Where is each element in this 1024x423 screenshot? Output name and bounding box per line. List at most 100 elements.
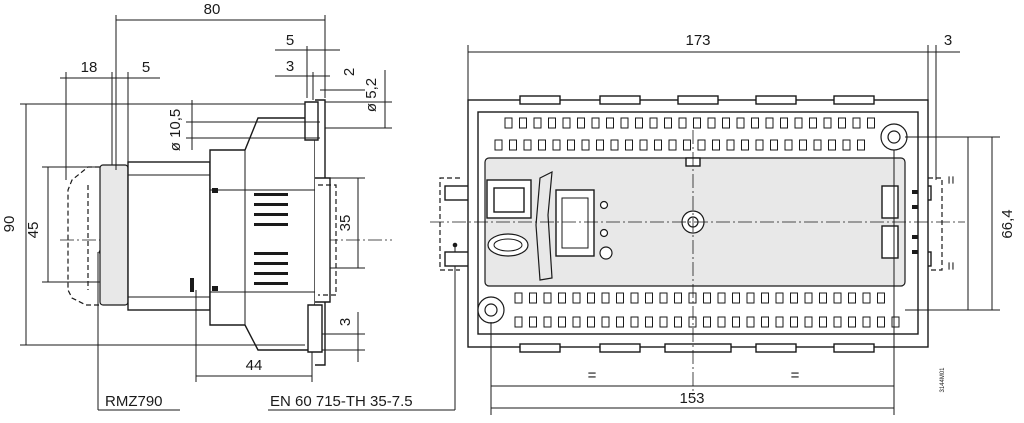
terminal-cell — [770, 139, 778, 151]
terminal-cell — [736, 117, 745, 129]
terminal-cell — [504, 117, 513, 129]
bottom-clip — [307, 304, 323, 353]
terminal-cell — [688, 292, 697, 304]
terminal-cell — [548, 117, 556, 129]
optional-module-outline — [67, 166, 100, 306]
terminal-cell — [674, 316, 682, 328]
terminal-cell — [558, 292, 566, 304]
top-clip — [304, 101, 319, 141]
terminal-cell — [819, 292, 827, 304]
terminal-cell — [562, 117, 571, 129]
terminal-cell — [862, 292, 871, 304]
mount-hole-top-right-inner — [887, 130, 901, 144]
terminal-cell — [664, 117, 672, 129]
side-view: 80 5 3 2 ø 5,2 18 5 ø 10,5 90 — [1, 1, 456, 411]
dim-eq-lower: = — [943, 261, 960, 270]
terminal-cell — [649, 117, 658, 129]
oval-service-button-inner — [493, 238, 523, 252]
terminal-cell — [833, 316, 842, 328]
connector-lower — [881, 225, 899, 259]
terminal-cell — [523, 139, 532, 151]
latch-marker — [190, 278, 194, 292]
dim-153-label: 153 — [679, 390, 704, 407]
terminal-cell — [775, 292, 784, 304]
terminal-cell — [645, 292, 653, 304]
terminal-cell — [616, 292, 624, 304]
terminal-cell — [784, 139, 793, 151]
terminal-cell — [741, 139, 749, 151]
main-housing — [209, 117, 316, 351]
dim-eq-right: = — [791, 367, 800, 384]
oval-service-button — [487, 233, 529, 257]
terminal-cell — [732, 292, 740, 304]
dim-80-label: 80 — [204, 1, 221, 18]
terminal-cell — [717, 292, 726, 304]
dim-2-label: 2 — [341, 68, 358, 76]
dim-5b-label: 5 — [142, 59, 150, 76]
rail-marker-dot — [452, 242, 458, 248]
vent-slots — [212, 188, 288, 291]
terminal-cell — [639, 139, 648, 151]
terminal-cell — [630, 316, 639, 328]
terminal-cell — [703, 316, 711, 328]
terminal-cell — [645, 316, 653, 328]
terminal-cell — [514, 316, 523, 328]
dim-dia105-label: ø 10,5 — [167, 109, 184, 152]
terminal-cell — [596, 139, 604, 151]
rail-right-dashed — [920, 177, 943, 271]
terminal-cell — [891, 316, 900, 328]
terminal-cell — [862, 316, 871, 328]
pin-4 — [912, 250, 918, 254]
terminal-cell — [765, 117, 774, 129]
terminal-cell — [543, 292, 552, 304]
dim-3c-label: 3 — [944, 32, 952, 49]
terminal-cell — [877, 316, 885, 328]
terminal-cell — [529, 292, 537, 304]
terminal-cell — [848, 292, 856, 304]
terminal-cell — [838, 117, 846, 129]
rail-left-dashed — [439, 177, 460, 271]
dim-3b-label: 3 — [337, 318, 354, 326]
terminal-cell — [519, 117, 527, 129]
terminal-cell — [823, 117, 832, 129]
dim-18-label: 18 — [81, 59, 98, 76]
drawing-number: 3144M01 — [940, 367, 946, 393]
terminal-cell — [761, 292, 769, 304]
terminal-cell — [867, 117, 875, 129]
dim-35-label: 35 — [337, 215, 354, 232]
terminal-cell — [688, 316, 697, 328]
terminal-cell — [857, 139, 865, 151]
terminal-cell — [533, 117, 542, 129]
terminal-cell — [654, 139, 662, 151]
connector-upper — [881, 185, 899, 219]
terminal-cell — [543, 316, 552, 328]
status-button — [599, 246, 613, 260]
terminal-cell — [852, 117, 861, 129]
pin-3 — [912, 235, 918, 239]
terminal-cell — [514, 292, 523, 304]
terminal-cell — [755, 139, 764, 151]
terminal-cell — [794, 117, 803, 129]
terminal-cell — [722, 117, 730, 129]
terminal-cell — [751, 117, 759, 129]
module-housing — [127, 161, 211, 311]
terminal-cell — [703, 292, 711, 304]
terminal-cell — [601, 292, 610, 304]
terminal-cell — [804, 316, 813, 328]
terminal-cell — [697, 139, 706, 151]
rail-dashed — [318, 184, 337, 296]
terminal-cell — [635, 117, 643, 129]
terminal-cell — [683, 139, 691, 151]
led-1 — [599, 200, 609, 210]
mount-hole-bottom-left-inner — [484, 303, 498, 317]
terminal-cell — [572, 292, 581, 304]
terminal-cell — [712, 139, 720, 151]
dim-eq-left: = — [588, 367, 597, 384]
dim-5-label: 5 — [286, 32, 294, 49]
terminal-cell — [587, 292, 595, 304]
dim-eq-upper: = — [943, 175, 960, 184]
terminal-cell — [809, 117, 817, 129]
terminal-cell — [494, 139, 503, 151]
label-rail: EN 60 715-TH 35-7.5 — [270, 393, 413, 410]
